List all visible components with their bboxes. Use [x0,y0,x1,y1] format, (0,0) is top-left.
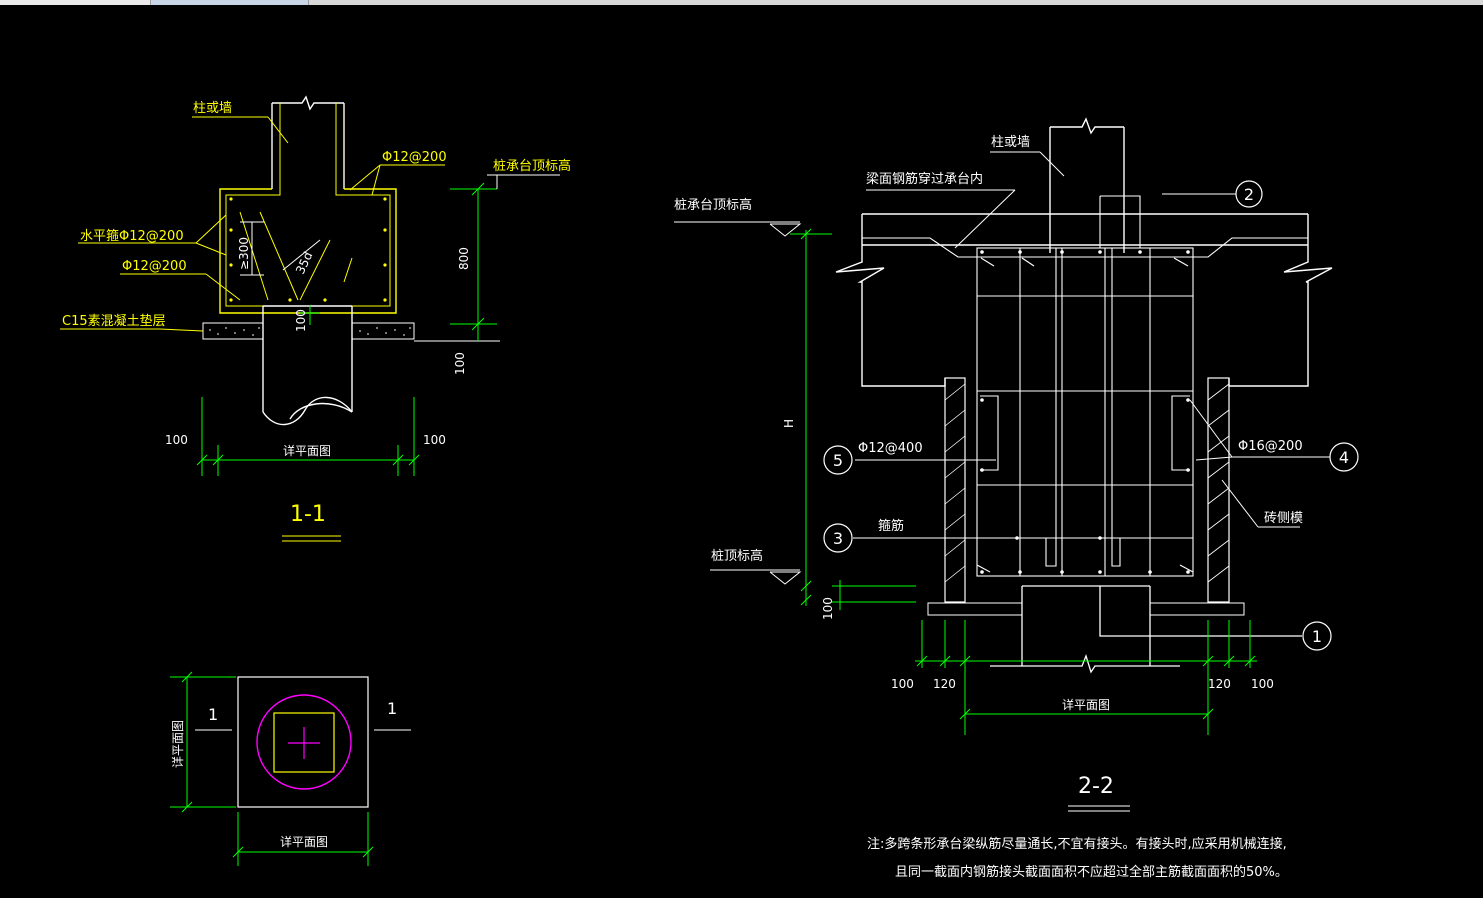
leader-lines-2 [853,151,1330,539]
label-column-wall-2: 柱或墙 [991,135,1030,150]
section-2-2-dim-text: H 100 100 120 120 100 详平面图 [782,419,1274,712]
plan-dim-side: 详平面图 [170,720,185,768]
dim-100-right: 100 [453,352,467,375]
marker-5: 5 [833,451,843,470]
note-line-2: 且同一截面内钢筋接头截面面积不应超过全部主筋截面面积的50%。 [895,864,1288,880]
dim-300: ≥300 [237,237,251,270]
dimension-lines-2 [790,228,1257,735]
label-stirrup: 箍筋 [878,518,904,534]
beam-top-rebar [862,237,1308,258]
dim-800: 800 [457,247,471,270]
label-beam-rebar: 梁面钢筋穿过承台内 [866,171,983,187]
section-title-1-1: 1-1 [290,502,326,527]
c15-cushion [202,322,415,340]
dim-left-100: 100 [165,433,188,447]
dim-bottom-100-left: 100 [891,677,914,691]
dim-35d: 35d [293,250,315,277]
section-1-1 [60,95,560,542]
section-1-1-labels: 柱或墙 Φ12@200 桩承台顶标高 水平箍Φ12@200 Φ12@200 C1… [62,101,571,329]
pile-2 [990,585,1302,674]
cut-label-right: 1 [387,699,397,718]
leader-lines [60,116,445,332]
section-2-2 [674,117,1359,812]
rebar-cage [976,195,1194,577]
pile-cap-rebar [225,103,391,307]
marker-1: 1 [1312,627,1322,646]
section-title-2-2: 2-2 [1078,774,1114,799]
brick-hatch [944,383,1230,583]
note-line-1: 注:多跨条形承台梁纵筋尽量通长,不宜有接头。有接头时,应采用机械连接, [867,836,1287,852]
plan-view-labels: 1 1 [208,699,397,724]
title-underline-2 [1068,805,1130,812]
dim-100-vertical: 100 [821,597,835,620]
dim-100-inner: 100 [294,309,308,332]
cushion-2 [927,602,1245,616]
dim-plan-2: 详平面图 [1062,697,1110,712]
label-horizontal-stirrup: 水平箍Φ12@200 [80,228,184,244]
label-c15-cushion: C15素混凝土垫层 [62,313,166,329]
column-stub-2 [1049,117,1125,253]
pile-circle [256,694,352,790]
plan-dims [170,671,374,866]
plan-dim-bottom: 详平面图 [280,834,328,849]
beam [835,213,1333,387]
section-1-1-dim-text: ≥300 35d 800 100 100 100 100 详平面图 [165,237,471,458]
dim-right-100: 100 [423,433,446,447]
column-stub [271,95,345,189]
section-2-2-labels: 柱或墙 梁面钢筋穿过承台内 桩承台顶标高 桩顶标高 砖侧模 箍筋 Φ12@400… [674,135,1303,564]
label-column-wall: 柱或墙 [193,101,232,116]
title-underline [282,535,341,542]
marker-4: 4 [1339,448,1349,467]
plan-view [170,671,411,866]
column-square [273,712,335,773]
cage-dots [980,250,1190,574]
brick-side-mould [944,377,1230,603]
cap-top-elev-marker [487,174,560,189]
label-rebar-5: Φ12@400 [858,441,923,456]
dim-bottom-100-right: 100 [1251,677,1274,691]
dim-300-box [240,221,321,276]
marker-numbers: 2 5 3 4 1 [833,185,1349,646]
cut-label-left: 1 [208,705,218,724]
label-rebar-4: Φ16@200 [1238,439,1303,454]
label-rebar-top: Φ12@200 [382,150,447,165]
marker-2: 2 [1244,185,1254,204]
label-cap-top-elev: 桩承台顶标高 [493,158,571,174]
window-tab[interactable] [0,0,151,5]
pile-center-mark [288,727,320,759]
elevation-markers [674,221,802,585]
dim-bottom-120-left: 120 [933,677,956,691]
rebar-dots [229,197,387,302]
dim-H: H [782,419,796,428]
dim-plan: 详平面图 [283,443,331,458]
marker-3: 3 [833,529,843,548]
label-cap-top-elev-2: 桩承台顶标高 [674,197,752,213]
pile [262,305,353,426]
plan-view-dim-text: 详平面图 详平面图 [170,720,328,849]
dimension-lines [196,182,497,476]
design-note: 注:多跨条形承台梁纵筋尽量通长,不宜有接头。有接头时,应采用机械连接, 且同一截… [867,836,1288,880]
label-brick-mould: 砖侧模 [1264,511,1303,526]
window-tab-strip [0,0,1483,5]
label-pile-top-elev: 桩顶标高 [711,548,763,564]
label-rebar-bottom: Φ12@200 [122,259,187,274]
window-tab-active[interactable] [152,0,309,5]
section-markers [823,180,1359,651]
dim-bottom-120-right: 120 [1208,677,1231,691]
